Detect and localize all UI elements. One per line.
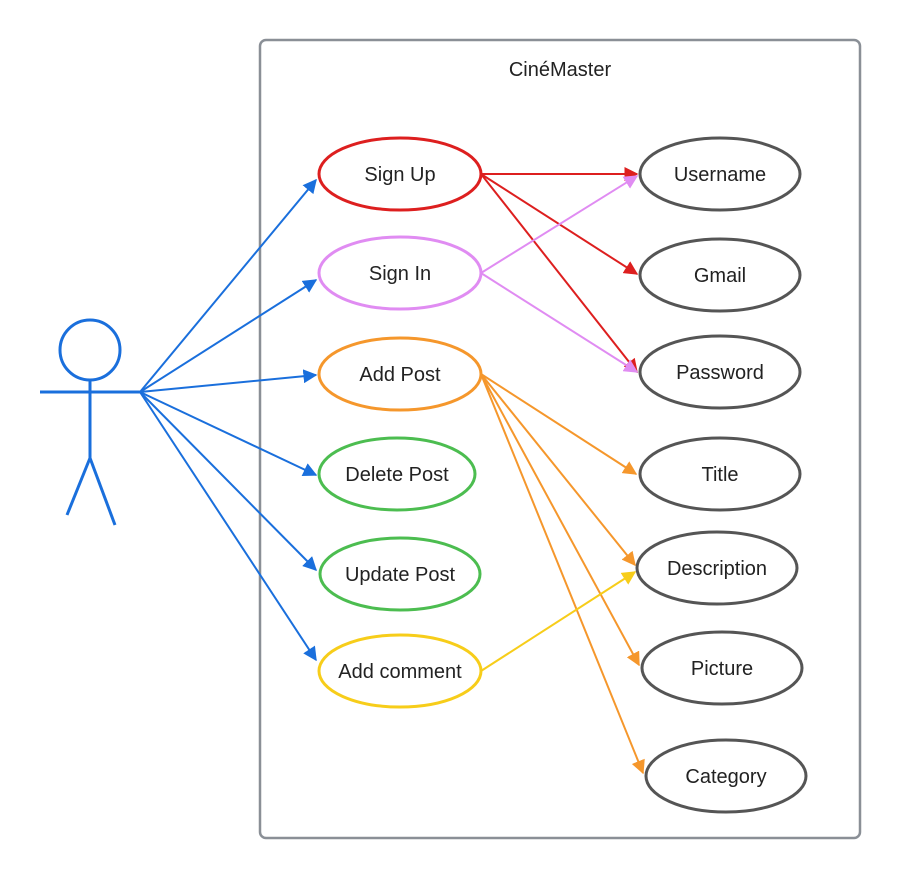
arrow-actor-to-signin: [139, 279, 318, 393]
attribute-ellipse: [638, 334, 802, 410]
attribute-ellipse: [638, 237, 802, 313]
use-case-signup: Sign Up: [317, 136, 483, 212]
arrow-actor-to-signup: [139, 178, 317, 393]
arrow-signup-to-password: [480, 173, 638, 374]
use-case-addcomment: Add comment: [317, 633, 483, 709]
arrow-actor-to-addcomment: [139, 391, 317, 662]
use-case-ellipse: [318, 536, 482, 612]
use-case-label: Add Post: [359, 364, 441, 386]
attribute-ellipse: [635, 530, 799, 606]
arrow-addpost-to-picture: [480, 373, 640, 667]
actor-head: [58, 318, 122, 382]
attribute-title: Title: [638, 436, 802, 512]
attributes-layer: UsernameGmailPasswordTitleDescriptionPic…: [635, 136, 808, 814]
attribute-label: Password: [676, 362, 764, 384]
use-case-ellipse: [317, 235, 483, 311]
use-case-ellipse: [317, 436, 477, 512]
arrow-signin-to-username: [480, 175, 639, 274]
use-case-deletepost: Delete Post: [317, 436, 477, 512]
arrow-actor-to-addpost: [139, 369, 318, 393]
attribute-label: Username: [674, 164, 766, 186]
attribute-label: Description: [667, 558, 767, 580]
use-case-ellipse: [317, 633, 483, 709]
attribute-ellipse: [638, 436, 802, 512]
system-title: CinéMaster: [509, 59, 612, 81]
attribute-password: Password: [638, 334, 802, 410]
actor-left-leg: [65, 457, 92, 516]
use-case-ellipse: [317, 136, 483, 212]
arrow-addpost-to-title: [480, 373, 638, 475]
attribute-ellipse: [640, 630, 804, 706]
arrow-actor-to-deletepost: [139, 391, 318, 476]
arrow-addcomment-to-description: [480, 571, 637, 672]
attribute-ellipse: [644, 738, 808, 814]
attribute-picture: Picture: [640, 630, 804, 706]
actor-figure: [40, 318, 142, 526]
arrow-signin-to-password: [480, 272, 639, 373]
use-case-ellipse: [317, 336, 483, 412]
use-case-updatepost: Update Post: [318, 536, 482, 612]
use-case-addpost: Add Post: [317, 336, 483, 412]
attribute-description: Description: [635, 530, 799, 606]
attribute-gmail: Gmail: [638, 237, 802, 313]
attribute-username: Username: [638, 136, 802, 212]
arrow-addpost-to-description: [480, 373, 636, 567]
use-case-label: Update Post: [345, 564, 456, 586]
arrow-actor-to-updatepost: [139, 391, 317, 571]
attribute-label: Picture: [691, 658, 753, 680]
use-case-signin: Sign In: [317, 235, 483, 311]
attribute-label: Title: [701, 464, 738, 486]
attribute-label: Category: [685, 766, 766, 788]
attribute-ellipse: [638, 136, 802, 212]
use-case-label: Delete Post: [345, 464, 449, 486]
attribute-category: Category: [644, 738, 808, 814]
arrow-addpost-to-category: [480, 373, 645, 775]
attribute-label: Gmail: [694, 265, 746, 287]
use-case-label: Add comment: [338, 661, 462, 683]
connections-layer: [139, 167, 645, 775]
use-case-label: Sign In: [369, 263, 431, 285]
actor-right-leg: [88, 457, 117, 526]
use-case-label: Sign Up: [364, 164, 435, 186]
